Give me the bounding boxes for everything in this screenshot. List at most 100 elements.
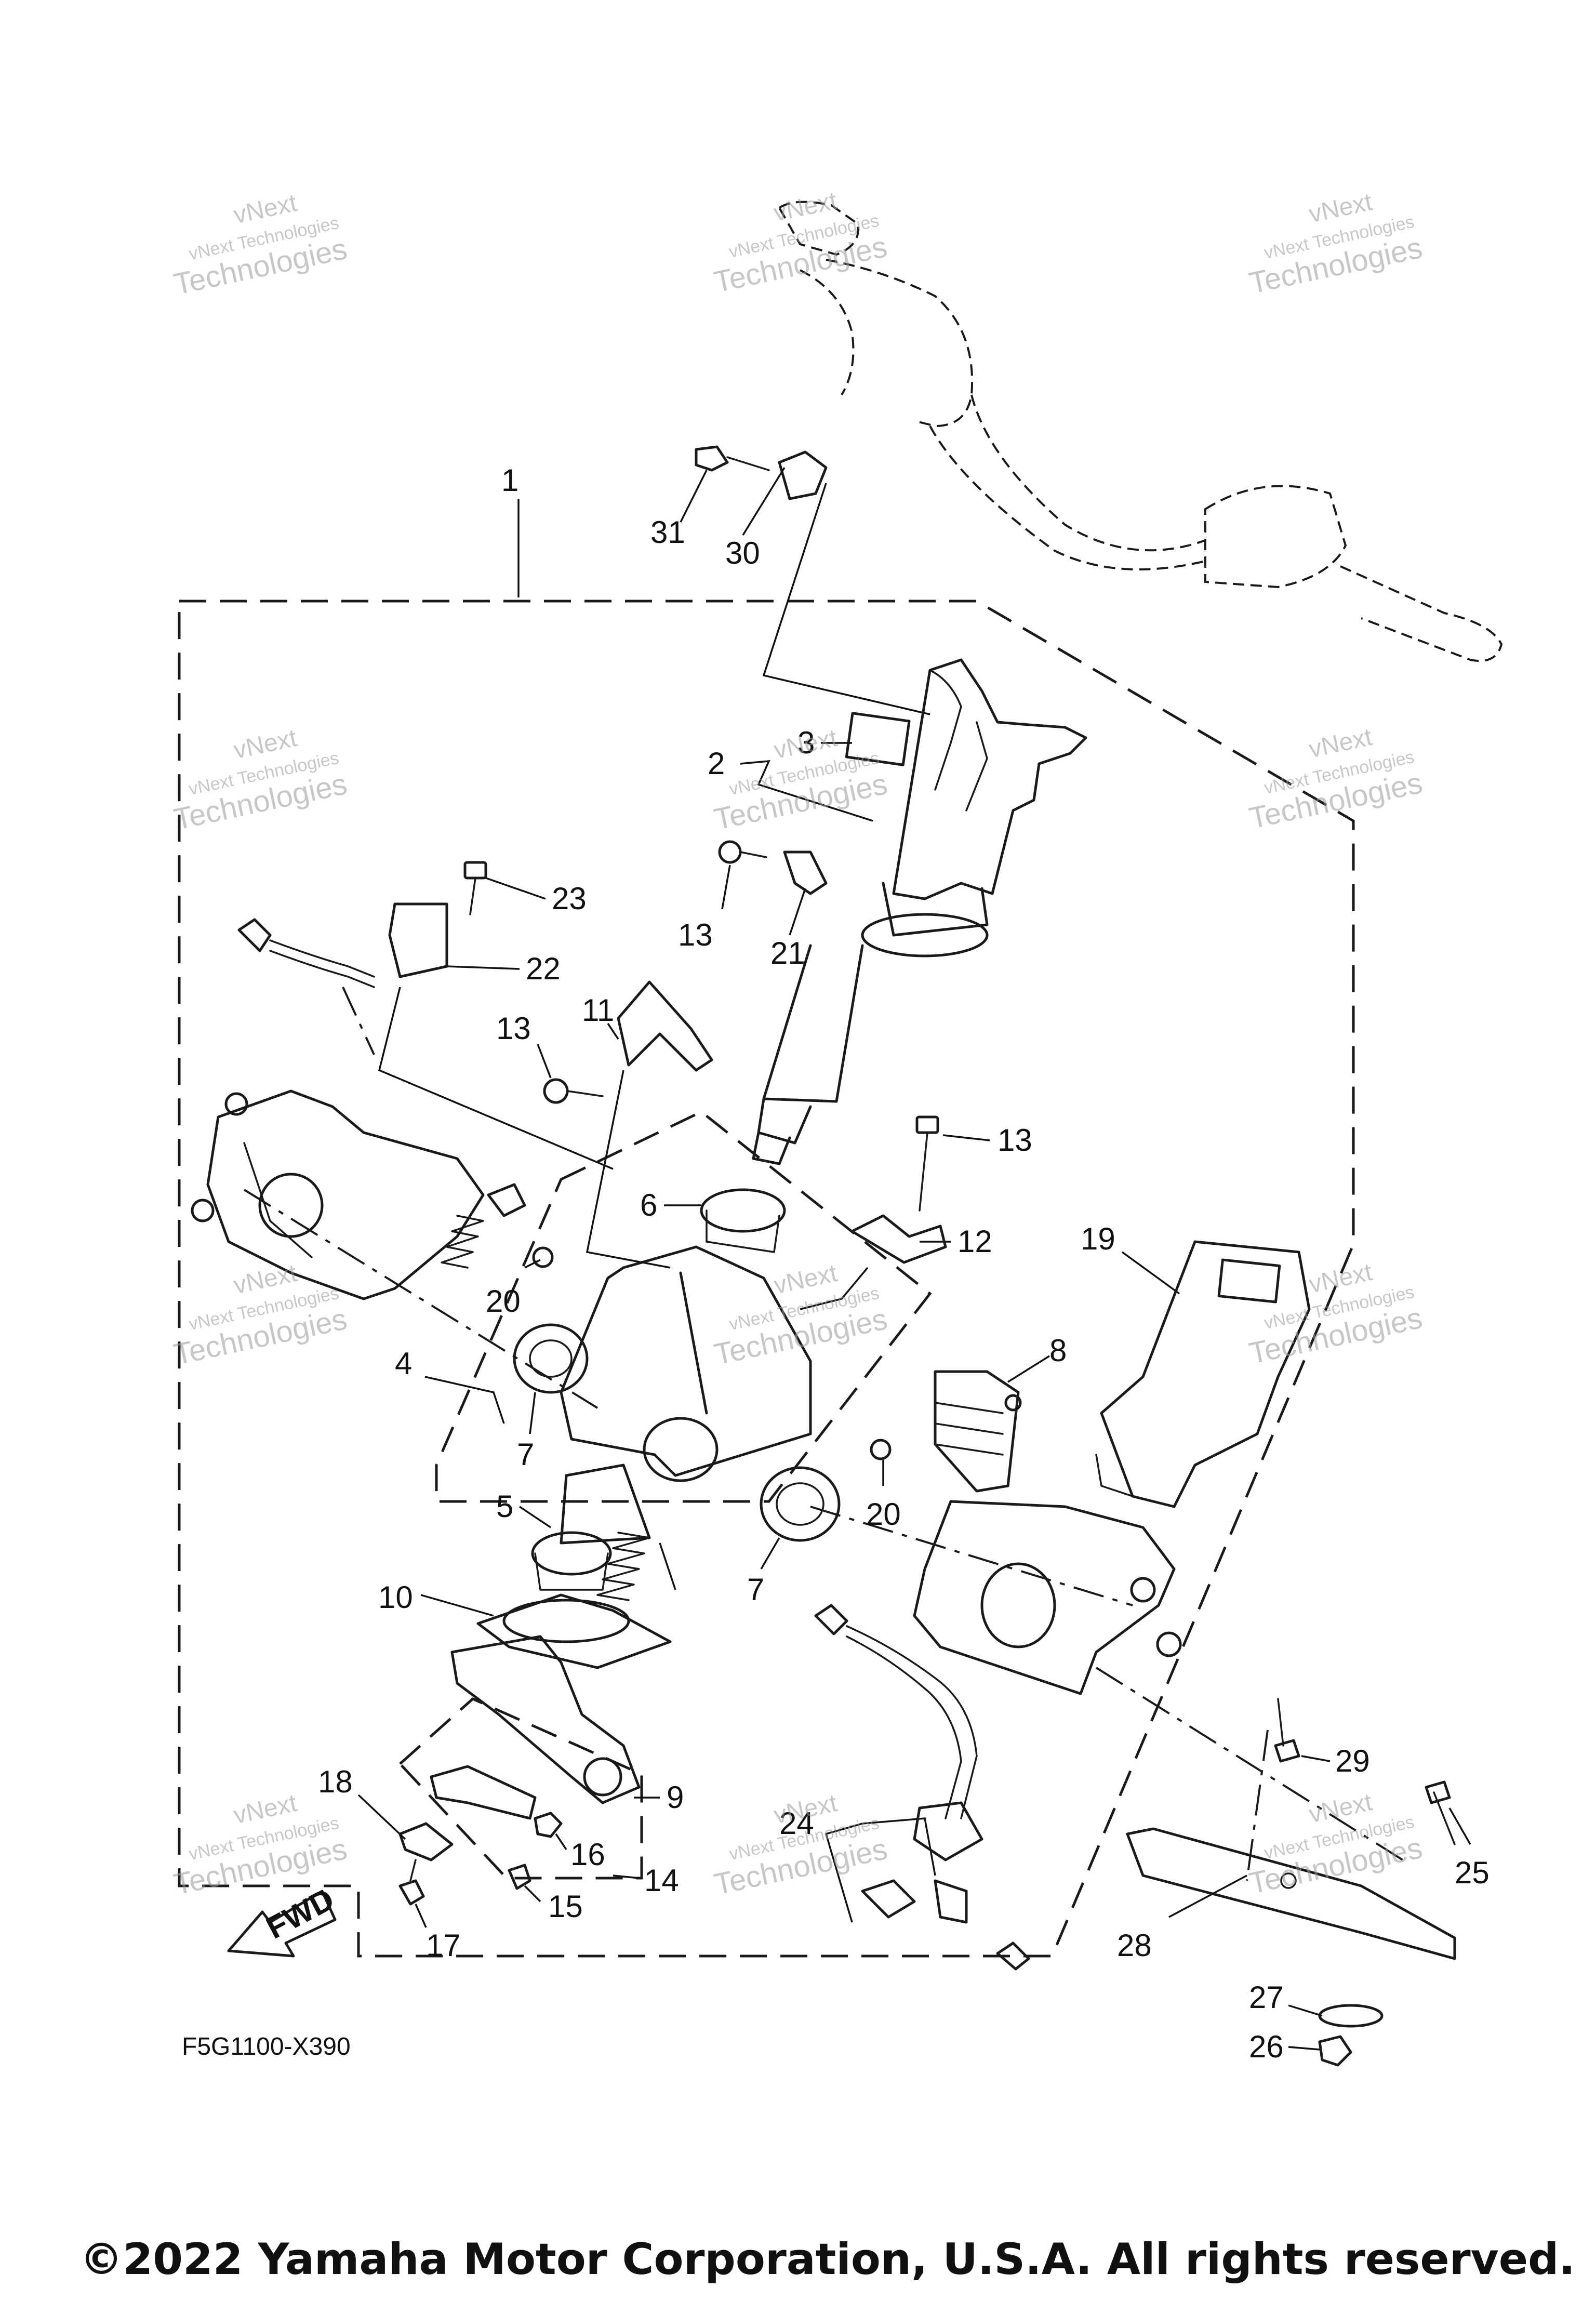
nut-20-right xyxy=(870,1439,892,1460)
bearing-10 xyxy=(476,1593,672,1669)
callout-10: 10 xyxy=(378,1580,413,1615)
callout-20b: 20 xyxy=(866,1497,901,1532)
callout-13c: 13 xyxy=(998,1123,1032,1158)
cover-19 xyxy=(1095,1240,1311,1508)
callout-14: 14 xyxy=(644,1863,679,1898)
callout-9: 9 xyxy=(667,1780,684,1815)
axis-line-right xyxy=(810,1506,1133,1606)
callout-22: 22 xyxy=(526,951,561,986)
bracket-12 xyxy=(850,1115,947,1264)
callout-31: 31 xyxy=(650,515,685,550)
bolt-17 xyxy=(398,1859,425,1906)
center-housing xyxy=(560,1245,812,1545)
watermark-mid-right: vNext vNext Technologies Technologies xyxy=(1246,723,1426,835)
callout-16: 16 xyxy=(570,1837,605,1872)
callouts: 1 2 3 4 5 6 7 7 8 9 10 11 12 13 13 13 14 xyxy=(318,463,1489,2064)
callout-8: 8 xyxy=(1049,1333,1067,1368)
seal-7-right xyxy=(760,1466,841,1542)
callout-1: 1 xyxy=(501,463,518,498)
callout-29: 29 xyxy=(1335,1744,1370,1778)
callout-27: 27 xyxy=(1249,1980,1284,2015)
callout-7b: 7 xyxy=(747,1572,764,1607)
left-housing xyxy=(191,1089,485,1300)
callout-26: 26 xyxy=(1249,2029,1284,2064)
actuator-8 xyxy=(934,1370,1022,1493)
lever-9 xyxy=(450,1635,641,1804)
diagram-code: F5G1100-X390 xyxy=(182,2033,351,2060)
axis-line-mount xyxy=(1246,1730,1269,1881)
nut-16 xyxy=(534,1812,563,1838)
subassembly-4-outline xyxy=(435,1110,932,1503)
bolt-13-upper xyxy=(718,840,767,864)
clamp-30-bolt-31 xyxy=(695,445,828,500)
callout-30: 30 xyxy=(725,536,760,570)
callout-6: 6 xyxy=(640,1188,657,1222)
callout-4: 4 xyxy=(395,1346,412,1381)
spring-left xyxy=(441,1183,526,1269)
right-housing xyxy=(913,1500,1182,1695)
watermark-top-left: vNext vNext Technologies Technologies xyxy=(171,189,350,301)
bracket-11 xyxy=(543,980,713,1104)
plate-14 xyxy=(430,1765,537,1820)
axis-line-left xyxy=(243,1189,598,1409)
watermark-bottom-right: vNext vNext Technologies Technologies xyxy=(1246,1788,1426,1900)
watermark-low-center: vNext vNext Technologies Technologies xyxy=(711,1259,890,1372)
callout-11: 11 xyxy=(582,993,614,1028)
sensor-24 xyxy=(814,1604,1030,1971)
callout-5: 5 xyxy=(496,1489,513,1524)
watermark-low-left: vNext vNext Technologies Technologies xyxy=(171,1259,350,1372)
watermark-top-center: vNext vNext Technologies Technologies xyxy=(711,187,890,299)
callout-3: 3 xyxy=(797,725,815,760)
watermark-bottom-center: vNext vNext Technologies Technologies xyxy=(711,1789,890,1901)
watermark-mid-center: vNext vNext Technologies Technologies xyxy=(711,724,890,836)
callout-19: 19 xyxy=(1081,1221,1115,1256)
watermark-mid-left: vNext vNext Technologies Technologies xyxy=(171,724,350,836)
callout-15: 15 xyxy=(548,1889,583,1924)
bolt-25 xyxy=(1425,1780,1456,1845)
watermark-low-right: vNext vNext Technologies Technologies xyxy=(1246,1258,1426,1371)
seal-7-left xyxy=(513,1323,589,1394)
callout-24: 24 xyxy=(779,1806,814,1841)
axis-line-bracket xyxy=(342,987,375,1055)
washer-27 xyxy=(1318,2004,1384,2028)
steering-column xyxy=(752,658,1087,1165)
callout-7a: 7 xyxy=(517,1437,534,1472)
callout-2: 2 xyxy=(708,746,725,781)
bushing-6 xyxy=(700,1188,786,1253)
handlebar-phantom xyxy=(778,201,1503,662)
fwd-arrow: FWD xyxy=(227,1881,340,1958)
connect-30-column xyxy=(762,483,930,715)
connect-22-housing xyxy=(378,987,614,1170)
nut-20-left xyxy=(532,1246,554,1268)
connect-11-center xyxy=(586,1070,671,1269)
copyright-notice: ©2022 Yamaha Motor Corporation, U.S.A. A… xyxy=(79,2234,1575,2284)
callout-13b: 13 xyxy=(496,1011,531,1046)
callout-21: 21 xyxy=(770,936,805,970)
subassembly-24-bracket xyxy=(824,1817,936,1923)
plate-28 xyxy=(1126,1827,1456,1960)
switch-21 xyxy=(783,850,828,895)
callout-13a: 13 xyxy=(678,917,713,952)
callout-28: 28 xyxy=(1117,1928,1152,1963)
spring-lower xyxy=(596,1532,650,1601)
assembly-1-outline xyxy=(178,600,1355,1958)
callout-25: 25 xyxy=(1455,1855,1489,1890)
watermark-top-right: vNext vNext Technologies Technologies xyxy=(1246,188,1426,300)
connector-22 xyxy=(237,902,448,988)
pin-29 xyxy=(1274,1698,1300,1763)
callout-17: 17 xyxy=(426,1928,461,1963)
callout-18: 18 xyxy=(318,1764,353,1799)
callout-12: 12 xyxy=(957,1224,992,1259)
nut-26 xyxy=(1318,2035,1352,2067)
subassembly-14-outline xyxy=(398,1697,643,1880)
connect-spring-center xyxy=(659,1542,676,1590)
callout-23: 23 xyxy=(552,881,587,916)
connect-12-center xyxy=(800,1267,869,1310)
clip-18 xyxy=(398,1822,454,1861)
callout-20a: 20 xyxy=(486,1284,521,1319)
axis-line-lower xyxy=(1095,1667,1404,1861)
bushing-5 xyxy=(531,1531,612,1591)
bolt-15 xyxy=(508,1864,531,1890)
bolt-23 xyxy=(463,861,487,915)
